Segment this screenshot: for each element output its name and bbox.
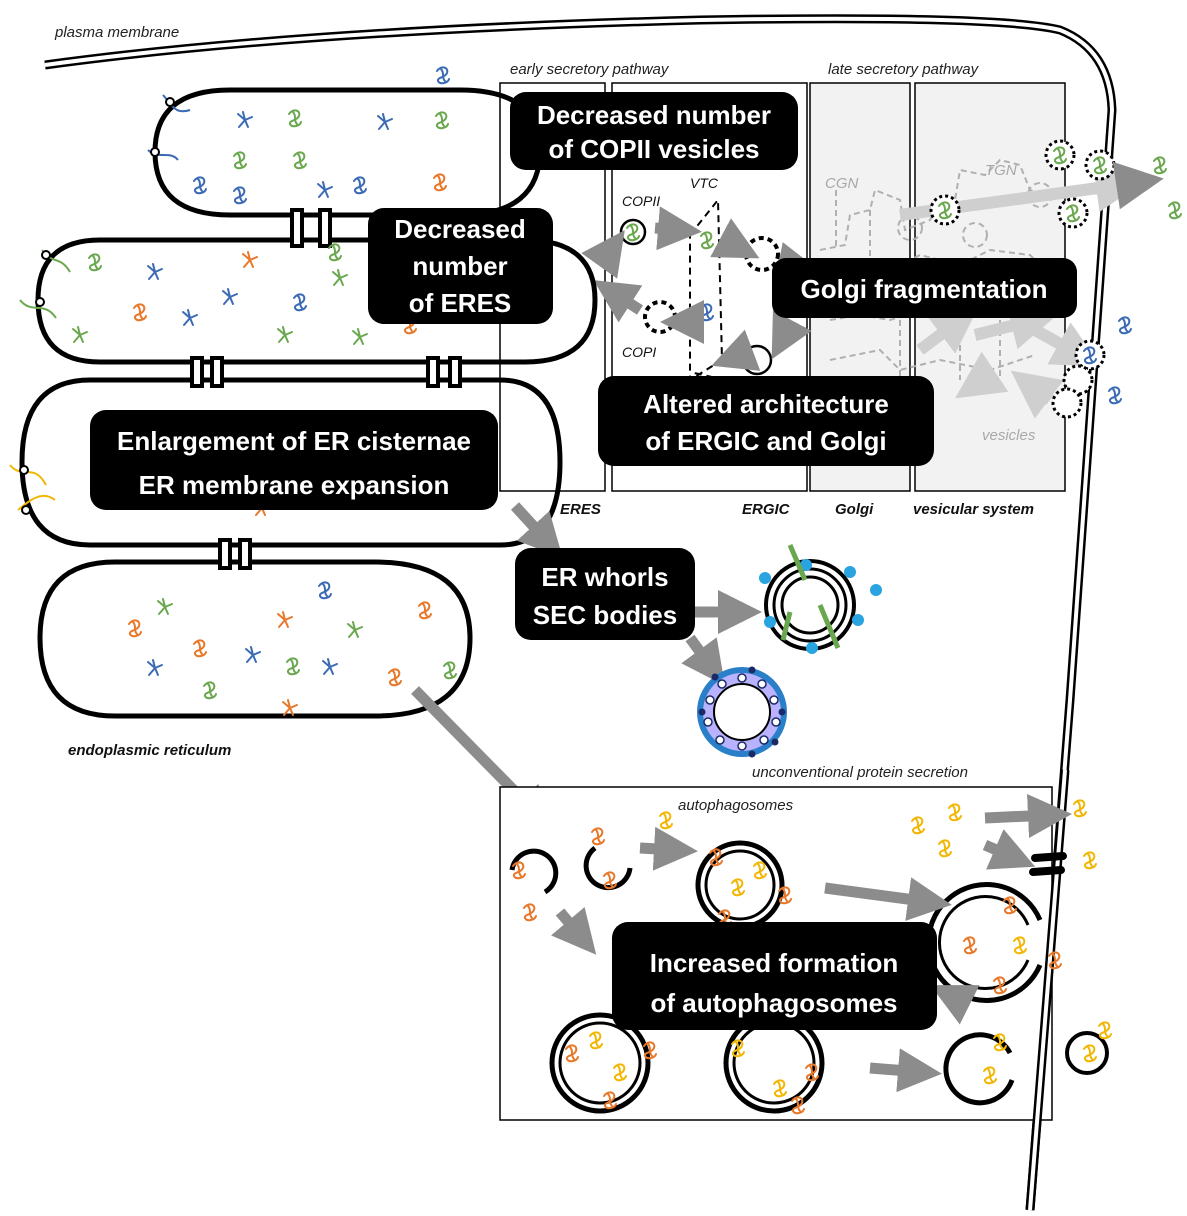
callout-er: Enlargement of ER cisternae ER membrane … [90,410,498,510]
plasma-membrane-lower [1025,769,1070,1211]
callout-whorls: ER whorls SEC bodies [515,548,695,640]
col-vesicular-label: vesicular system [913,501,1034,518]
callout-er-line2: ER membrane expansion [139,470,450,500]
er-proteins [72,66,457,716]
col-eres-label: ERES [560,501,601,518]
tgn-label: TGN [985,162,1017,179]
col-ergic-label: ERGIC [742,501,791,518]
er-membrane-proteins [9,94,191,515]
callout-ergic-line1: Altered architecture [643,389,889,419]
callout-copii-line2: of COPII vesicles [549,134,760,164]
callout-auto-line2: of autophagosomes [650,988,897,1018]
callout-eres-line2: number [412,251,507,281]
ergic-vesicle-2 [741,344,773,376]
unconventional-label: unconventional protein secretion [752,764,968,781]
er-whorl [759,544,882,654]
copi-label: COPI [622,344,656,360]
early-pathway-label: early secretory pathway [510,61,670,78]
membrane-channel [1029,852,1067,876]
callout-whorls-line1: ER whorls [541,562,668,592]
secretory-vesicles [929,139,1116,419]
callout-eres-line3: of ERES [409,288,512,318]
callout-auto-line1: Increased formation [650,948,899,978]
callout-ergic-line2: of ERGIC and Golgi [645,426,886,456]
callout-copii-line1: Decreased number [537,100,771,130]
callout-eres: Decreased number of ERES [368,208,553,324]
callout-golgi-text: Golgi fragmentation [801,274,1048,304]
vtc-label: VTC [690,175,719,191]
sec-body [697,666,787,758]
autophagosomes-label: autophagosomes [678,797,794,814]
ergic-vesicle [744,236,780,272]
callout-whorls-line2: SEC bodies [533,600,677,630]
late-pathway-label: late secretory pathway [828,61,980,78]
callout-er-line1: Enlargement of ER cisternae [117,426,471,456]
plasma-membrane [44,14,1117,1211]
cgn-label: CGN [825,175,859,192]
er-to-whorls-arrow [510,502,563,559]
copii-label: COPII [622,193,660,209]
er-connections [190,208,462,570]
callout-autophagy: Increased formation of autophagosomes [612,922,937,1030]
er-label: endoplasmic reticulum [68,742,231,759]
secretion-arrow [1112,161,1164,210]
callout-ergic: Altered architecture of ERGIC and Golgi [598,376,934,466]
plasma-membrane-label: plasma membrane [54,24,179,41]
callout-eres-line1: Decreased [394,214,526,244]
callout-golgi: Golgi fragmentation [772,258,1077,318]
autophagy-arrows [550,794,1072,1093]
vesicles-label: vesicles [982,427,1036,444]
col-golgi-label: Golgi [835,501,874,518]
copi-vesicle [643,300,677,334]
sec-body-arrow [681,634,726,686]
callout-copii: Decreased number of COPII vesicles [510,92,798,170]
